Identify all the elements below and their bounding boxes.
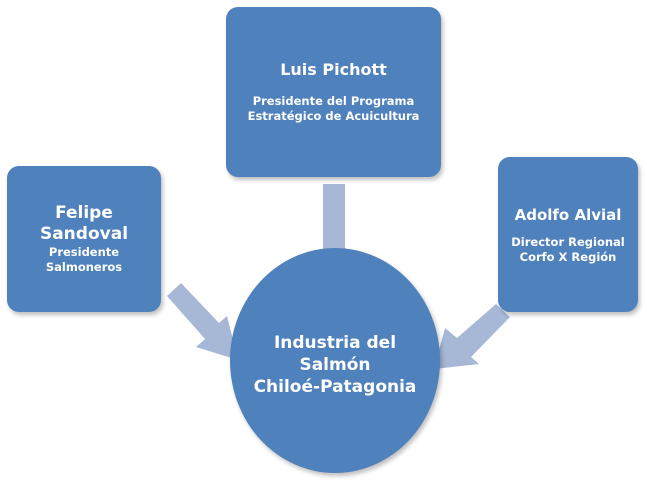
arrow-right-to-center [434,304,510,369]
node-name: Adolfo Alvial [514,205,622,224]
center-node-label: Industria del Salmón Chiloé-Patagonia [253,332,417,397]
arrow-left-to-center [167,283,238,360]
node-adolfo-alvial: Adolfo Alvial Director Regional Corfo X … [498,157,638,312]
node-name: Felipe Sandoval [39,203,129,244]
node-luis-pichott: Luis Pichott Presidente del Programa Est… [226,7,441,177]
node-felipe-sandoval: Felipe Sandoval Presidente Salmoneros [7,166,161,312]
node-role: Presidente del Programa Estratégico de A… [247,94,420,123]
node-role: Presidente Salmoneros [45,245,123,274]
node-role: Director Regional Corfo X Región [511,234,625,264]
node-name: Luis Pichott [280,60,387,79]
center-node-industria: Industria del Salmón Chiloé-Patagonia [230,248,440,473]
